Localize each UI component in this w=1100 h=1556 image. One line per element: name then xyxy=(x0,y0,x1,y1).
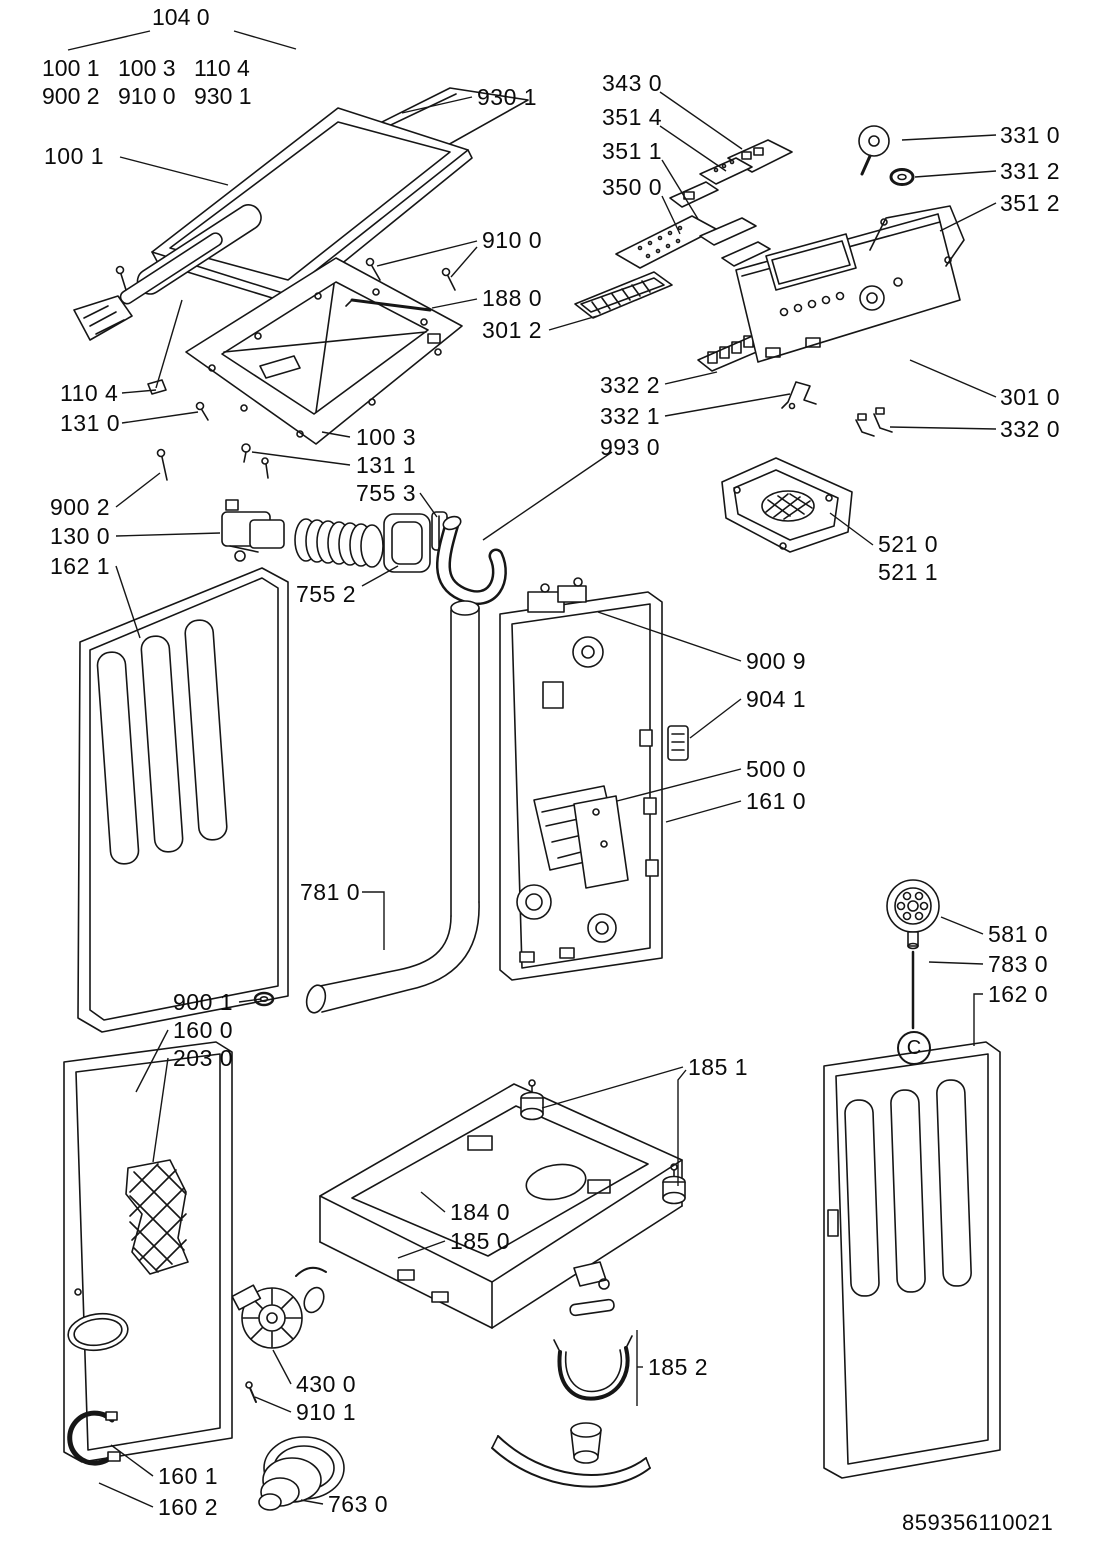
callout-755-3: 755 3 xyxy=(356,480,417,506)
connector-strip-301-2-drawing xyxy=(574,271,673,319)
callout-910-0: 910 0 xyxy=(482,227,543,253)
callout-301-0: 301 0 xyxy=(1000,384,1061,410)
callout-185-1: 185 1 xyxy=(688,1054,749,1080)
callout-781-0: 781 0 xyxy=(300,879,361,905)
legend-row: 100 1 100 3 110 4 xyxy=(42,55,270,83)
knob-331-0-drawing xyxy=(858,125,890,176)
bellows-755-2-drawing xyxy=(294,513,431,573)
callout-331-0: 331 0 xyxy=(1000,122,1061,148)
legend-item-110-4: 110 4 xyxy=(194,55,250,81)
callout-900-9: 900 9 xyxy=(746,648,807,674)
clip-904-1-drawing xyxy=(667,725,689,761)
clip-332-1-drawing xyxy=(781,381,817,410)
right-side-panel-drawing xyxy=(823,1041,1001,1479)
callout-160-2: 160 2 xyxy=(158,1494,219,1520)
legend-item-100-1: 100 1 xyxy=(42,55,100,81)
rod-188-0-drawing xyxy=(345,298,432,312)
mesh-patch-203-0-drawing xyxy=(125,1159,189,1275)
foot-parts-185-2-drawing xyxy=(491,1261,651,1488)
callout-521-1: 521 1 xyxy=(878,559,939,585)
callout-430-0: 430 0 xyxy=(296,1371,357,1397)
clips-332-0-drawing xyxy=(855,407,893,437)
callout-301-2: 301 2 xyxy=(482,317,543,343)
hinge-bracket-drawing xyxy=(73,265,133,341)
callout-185-2: 185 2 xyxy=(648,1354,709,1380)
door-lock-130-0-drawing xyxy=(221,499,285,562)
callout-350-0: 350 0 xyxy=(602,174,663,200)
callout-188-0: 188 0 xyxy=(482,285,543,311)
callout-993-0: 993 0 xyxy=(600,434,661,460)
callout-100-3: 100 3 xyxy=(356,424,417,450)
panel-bracket-351-2-drawing xyxy=(869,205,965,267)
callout-904-1: 904 1 xyxy=(746,686,807,712)
legend-title: 104 0 xyxy=(152,4,210,30)
callout-162-1: 162 1 xyxy=(50,553,111,579)
callout-343-0: 343 0 xyxy=(602,70,663,96)
callout-763-0: 763 0 xyxy=(328,1491,389,1517)
callout-900-1: 900 1 xyxy=(173,989,234,1015)
callout-332-2: 332 2 xyxy=(600,372,661,398)
legend-group: 100 1 100 3 110 4 900 2 910 0 930 1 xyxy=(42,55,270,111)
callout-162-0: 162 0 xyxy=(988,981,1049,1007)
pump-430-0-drawing xyxy=(231,1266,327,1349)
callout-185-0: 185 0 xyxy=(450,1228,511,1254)
callout-100-1: 100 1 xyxy=(44,143,105,169)
callout-910-1: 910 1 xyxy=(296,1399,357,1425)
standpipe-781-0-drawing xyxy=(305,600,480,1014)
callout-161-0: 161 0 xyxy=(746,788,807,814)
screw-910-1-drawing xyxy=(245,1381,257,1403)
callout-930-1: 930 1 xyxy=(477,84,538,110)
ring-331-2-drawing xyxy=(889,168,915,186)
left-side-panel-drawing xyxy=(77,567,289,1033)
callout-351-1: 351 1 xyxy=(602,138,663,164)
callout-184-0: 184 0 xyxy=(450,1199,511,1225)
callout-332-1: 332 1 xyxy=(600,403,661,429)
control-panel-drawing xyxy=(735,213,961,363)
callout-351-4: 351 4 xyxy=(602,104,663,130)
legend-item-100-3: 100 3 xyxy=(118,55,176,81)
base-frame-drawing xyxy=(319,1083,683,1329)
document-number: 859356110021 xyxy=(902,1510,1054,1535)
callout-160-0: 160 0 xyxy=(173,1017,234,1043)
clip-131-1-drawing xyxy=(241,443,251,463)
legend-item-930-1: 930 1 xyxy=(194,83,252,109)
drain-elbow-993-0-drawing xyxy=(436,515,507,606)
callout-581-0: 581 0 xyxy=(988,921,1049,947)
screws-900-2-drawing xyxy=(156,448,269,481)
section-marker-c: C xyxy=(897,1031,931,1065)
screws-910-0-drawing xyxy=(365,257,456,291)
callout-110-4: 110 4 xyxy=(60,380,119,406)
callout-900-2: 900 2 xyxy=(50,494,111,520)
dispenser-521-drawing xyxy=(721,457,853,553)
callout-160-1: 160 1 xyxy=(158,1463,219,1489)
legend-item-900-2: 900 2 xyxy=(42,83,100,109)
callout-131-0: 131 0 xyxy=(60,410,121,436)
callout-131-1: 131 1 xyxy=(356,452,417,478)
callout-500-0: 500 0 xyxy=(746,756,807,782)
callout-521-0: 521 0 xyxy=(878,531,939,557)
callout-783-0: 783 0 xyxy=(988,951,1049,977)
leader-lines xyxy=(67,30,997,1508)
pulley-581-0-drawing xyxy=(886,879,940,950)
cone-763-0-drawing xyxy=(258,1436,345,1511)
lid-trim-handle-drawing xyxy=(119,204,262,305)
hose-clamp-160-1-drawing xyxy=(67,1410,121,1466)
callout-332-0: 332 0 xyxy=(1000,416,1061,442)
legend-row: 900 2 910 0 930 1 xyxy=(42,83,270,111)
callout-203-0: 203 0 xyxy=(173,1045,234,1071)
feet-185-1-drawing xyxy=(520,1079,686,1205)
callout-755-2: 755 2 xyxy=(296,581,357,607)
top-frame-drawing xyxy=(147,257,463,445)
callout-351-2: 351 2 xyxy=(1000,190,1061,216)
legend-item-910-0: 910 0 xyxy=(118,83,176,109)
rear-panel-161-0-drawing xyxy=(499,577,663,981)
callout-331-2: 331 2 xyxy=(1000,158,1061,184)
callout-130-0: 130 0 xyxy=(50,523,111,549)
